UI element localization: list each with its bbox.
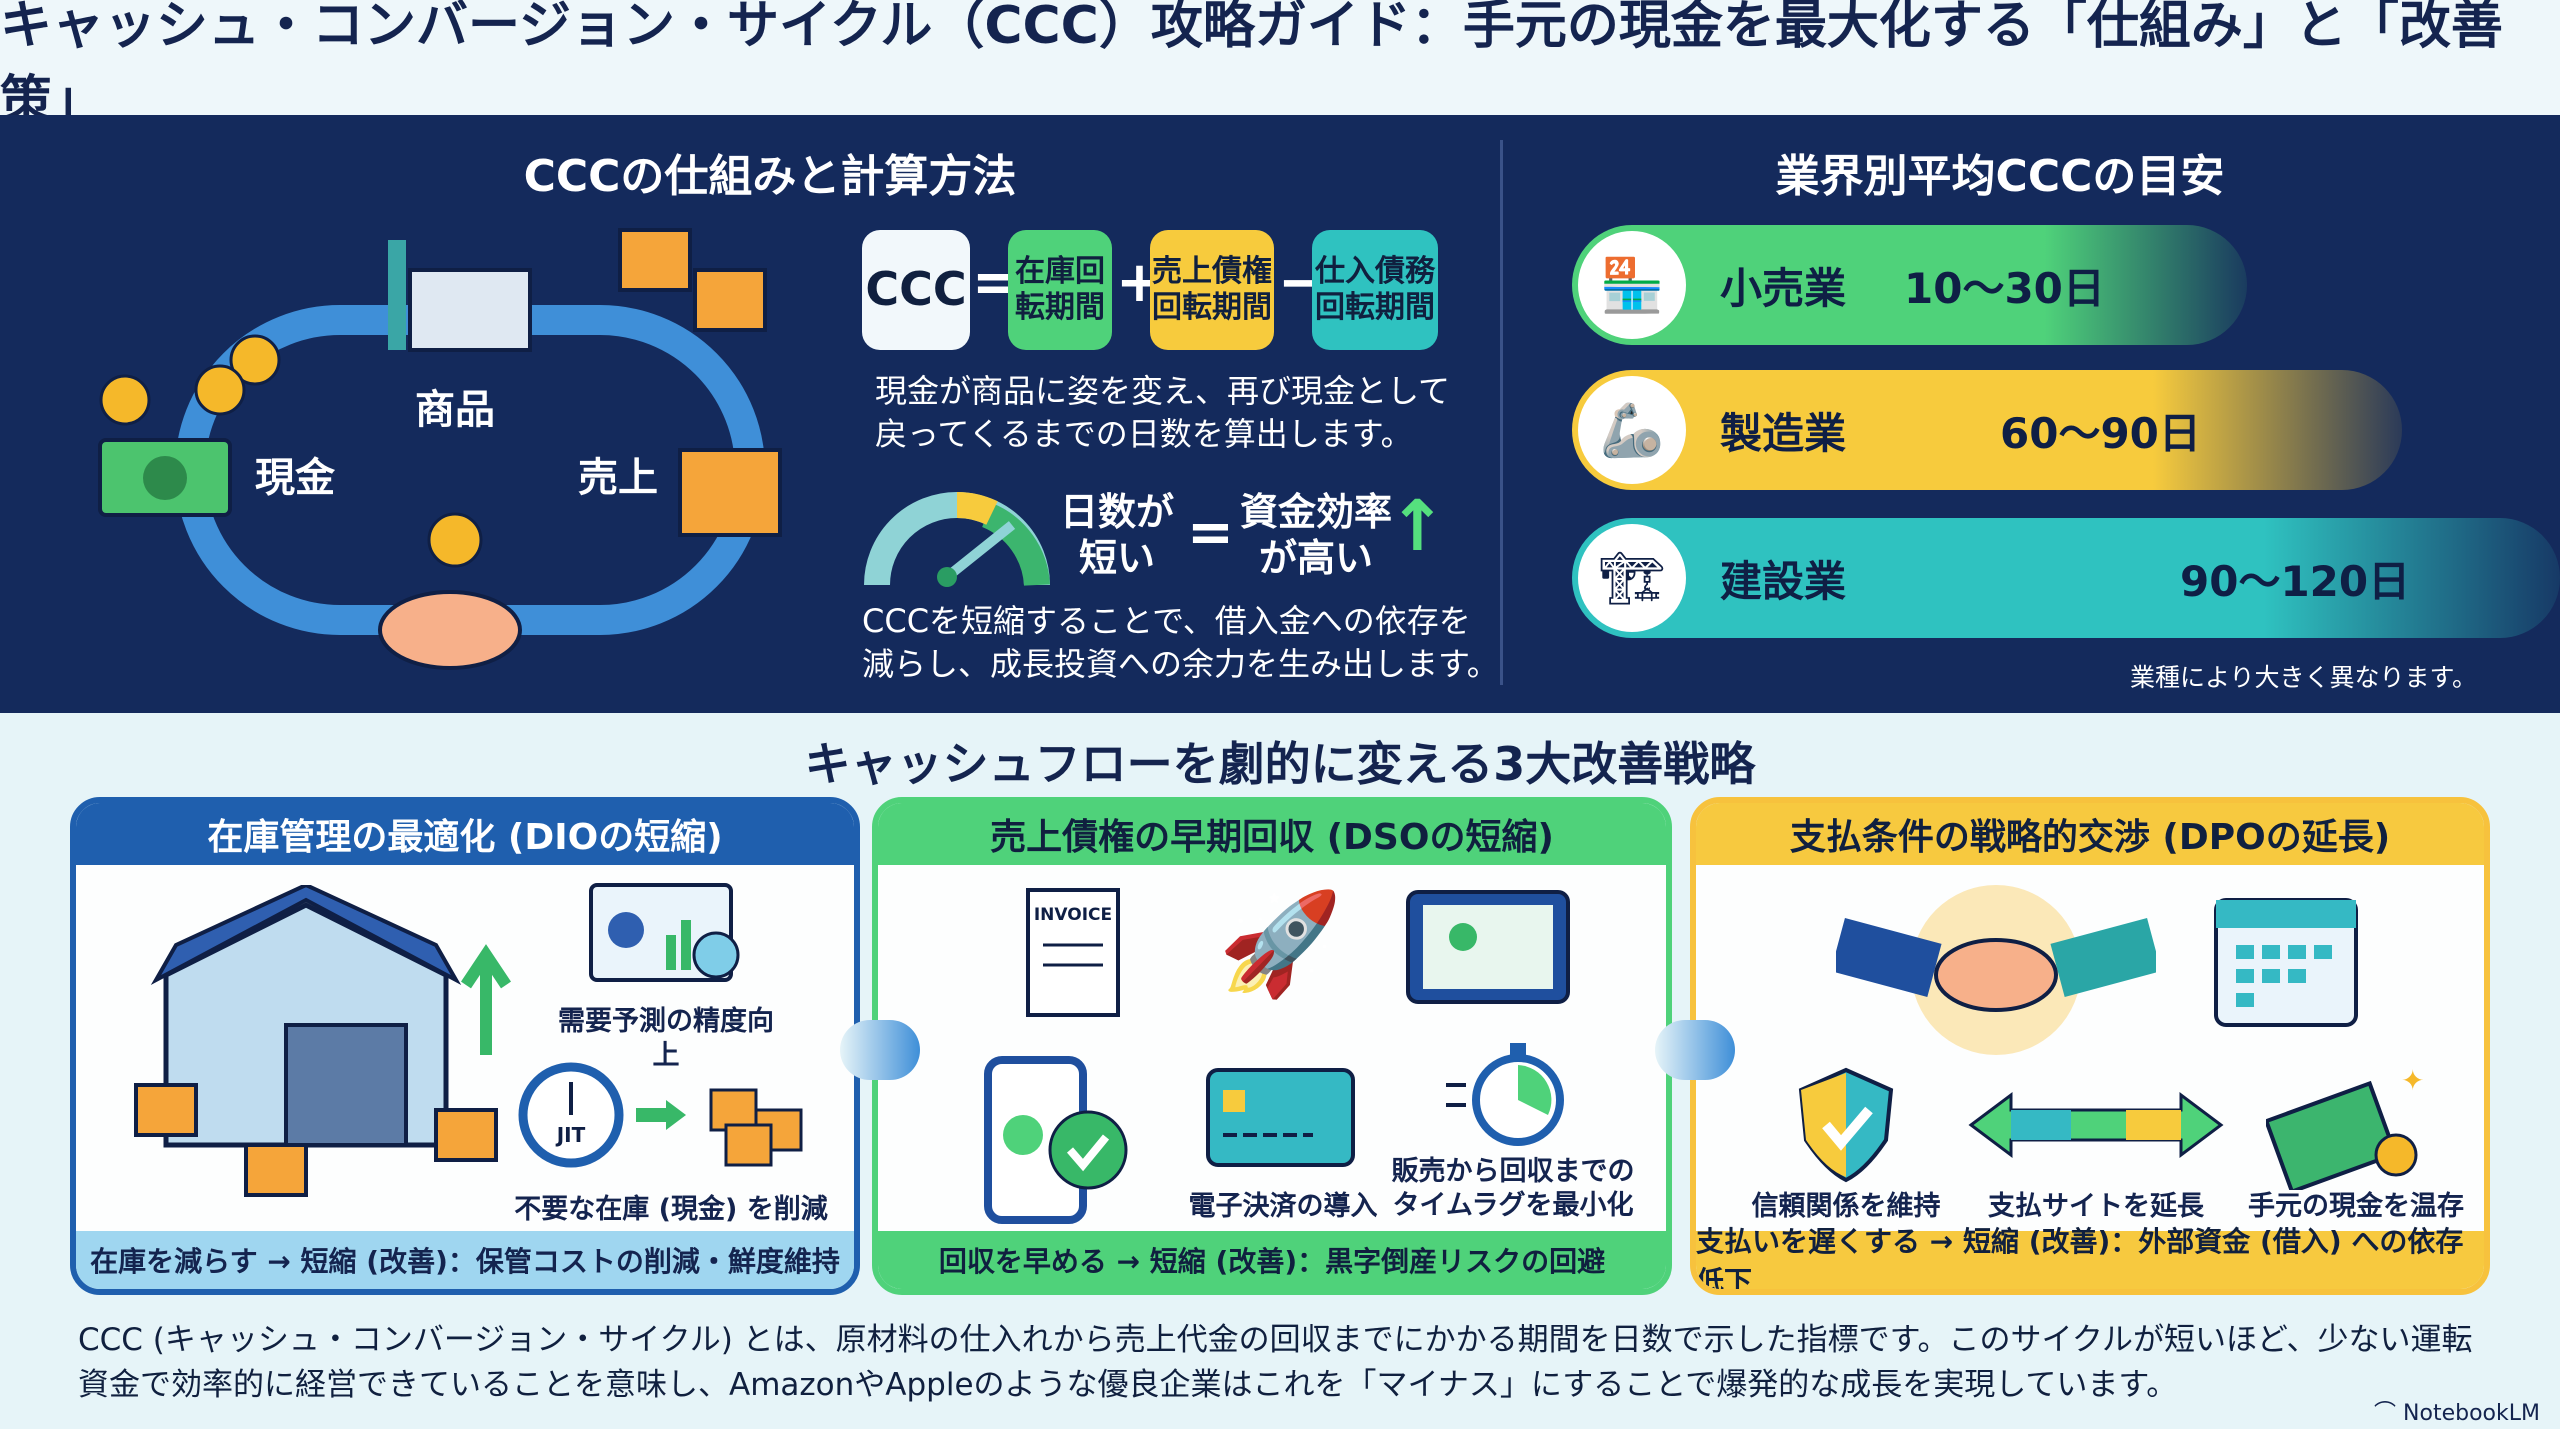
handshake-icon xyxy=(378,512,522,670)
industry-name: 建設業 xyxy=(1720,556,1847,606)
speed-gauge-icon xyxy=(864,491,1050,587)
formula-dpo: 仕入債務 回転期間 xyxy=(1312,230,1438,350)
card-title: 支払条件の戦略的交渉 (DPOの延長) xyxy=(1696,803,2484,865)
strategies-heading: キャッシュフローを劇的に変える3大改善戦略 xyxy=(804,737,1756,791)
jit-clock-icon: JIT xyxy=(518,1062,803,1168)
overview-panel: CCCの仕組みと計算方法 現金 商品 売上 CCC = 在庫回 転期間 + 売上… xyxy=(0,115,2560,713)
crane-icon: 🏗 xyxy=(1578,524,1686,632)
handshake-icon xyxy=(1836,885,2156,1055)
benefit-text: CCCを短縮することで、借入金への依存を 減らし、成長投資への余力を生み出します… xyxy=(862,602,1499,684)
industry-row-retail: 🏪 小売業 10〜30日 xyxy=(1572,225,2247,345)
tablet-icon xyxy=(1406,890,1570,1004)
cycle-label-sales: 売上 xyxy=(578,455,658,501)
brand-text: NotebookLM xyxy=(2403,1401,2540,1426)
stopwatch-icon xyxy=(1446,1043,1564,1146)
credit-card-icon xyxy=(1206,1068,1355,1167)
box-icon xyxy=(618,228,782,537)
divider xyxy=(1500,140,1503,685)
strategy-label: 手元の現金を温存 xyxy=(2248,1191,2464,1222)
warehouse-icon xyxy=(134,885,511,1197)
extend-arrow-icon xyxy=(1968,1092,2224,1158)
cycle-label-cash: 現金 xyxy=(255,455,335,501)
strategy-label: 需要予測の精度向上 xyxy=(558,1006,774,1071)
flow-arrow-icon xyxy=(1655,1020,1735,1080)
formula-note: 現金が商品に姿を変え、再び現金として 戻ってくるまでの日数を算出します。 xyxy=(875,372,1451,454)
strategy-label: 電子決済の導入 xyxy=(1188,1191,1378,1222)
mobile-payment-icon xyxy=(984,1056,1128,1224)
strategy-label: 信頼関係を維持 xyxy=(1751,1191,1941,1222)
flow-arrow-icon xyxy=(840,1020,920,1080)
card-title: 在庫管理の最適化 (DIOの短縮) xyxy=(76,803,854,865)
factory-icon xyxy=(388,240,532,352)
strategy-label: 支払サイトを延長 xyxy=(1988,1191,2204,1222)
shield-check-icon xyxy=(1798,1067,1894,1183)
formula-ccc: CCC xyxy=(862,230,970,350)
cycle-label-goods: 商品 xyxy=(415,387,495,433)
strategy-label: 不要な在庫 (現金) を削減 xyxy=(514,1194,828,1225)
equals-sign: = xyxy=(1187,500,1234,565)
formula-dio: 在庫回 転期間 xyxy=(1008,230,1112,350)
industry-name: 小売業 xyxy=(1720,263,1847,313)
store-icon: 🏪 xyxy=(1578,231,1686,339)
industry-row-construction: 🏗 建設業 90〜120日 xyxy=(1572,518,2560,638)
card-footer: 回収を早める → 短縮 (改善)：黒字倒産リスクの回避 xyxy=(878,1231,1666,1289)
card-footer: 支払いを遅くする → 短縮 (改善)：外部資金 (借入) への依存低下 xyxy=(1696,1225,2484,1289)
industry-note: 業種により大きく異なります。 xyxy=(2130,663,2478,692)
brand-label: ⌒ NotebookLM xyxy=(2374,1395,2540,1427)
footer-description: CCC (キャッシュ・コンバージョン・サイクル) とは、原材料の仕入れから売上代… xyxy=(78,1322,2473,1403)
short-days-text: 日数が 短い xyxy=(1060,490,1175,580)
industry-name: 製造業 xyxy=(1720,408,1847,458)
arrow-up-icon: ↑ xyxy=(1388,485,1447,567)
strategy-card-dpo: 支払条件の戦略的交渉 (DPOの延長) ✦ 信頼関係を維持 支払サイトを延長 手… xyxy=(1690,797,2490,1295)
forecast-chart-icon xyxy=(589,883,740,982)
mechanism-heading: CCCの仕組みと計算方法 xyxy=(523,151,1017,202)
industry-days: 90〜120日 xyxy=(2180,556,2411,606)
coin-icon xyxy=(99,334,281,426)
calendar-icon xyxy=(2214,898,2358,1027)
invoice-label: INVOICE xyxy=(1034,905,1112,925)
cash-cycle-illustration xyxy=(98,228,782,670)
rocket-icon: 🚀 xyxy=(1218,885,1343,1002)
formula-dso: 売上債権 回転期間 xyxy=(1150,230,1274,350)
card-title: 売上債権の早期回収 (DSOの短縮) xyxy=(878,803,1666,865)
strategy-label: 販売から回収までの タイムラグを最小化 xyxy=(1391,1156,1635,1221)
industry-days: 60〜90日 xyxy=(2000,408,2201,458)
invoice-icon: INVOICE xyxy=(1026,888,1120,1017)
robot-arm-icon: 🦾 xyxy=(1578,376,1686,484)
efficiency-text: 資金効率 が高い xyxy=(1240,490,1393,580)
industry-row-manufacturing: 🦾 製造業 60〜90日 xyxy=(1572,370,2402,490)
jit-label: JIT xyxy=(555,1123,586,1147)
money-stack-icon: ✦ xyxy=(2266,1064,2424,1190)
industry-heading: 業界別平均CCCの目安 xyxy=(1775,151,2225,202)
svg-text:✦: ✦ xyxy=(2401,1064,2424,1097)
notebooklm-logo-icon: ⌒ xyxy=(2374,1401,2404,1426)
industry-days: 10〜30日 xyxy=(1904,263,2105,313)
page-title: キャッシュ・コンバージョン・サイクル（CCC）攻略ガイド：手元の現金を最大化する… xyxy=(0,0,2560,131)
strategy-card-dso: 売上債権の早期回収 (DSOの短縮) INVOICE 🚀 電子決済の導入 販売か… xyxy=(872,797,1672,1295)
strategy-card-dio: 在庫管理の最適化 (DIOの短縮) 需要予測の精度向上 JIT 不要な在庫 (現… xyxy=(70,797,860,1295)
card-footer: 在庫を減らす → 短縮 (改善)：保管コストの削減・鮮度維持 xyxy=(76,1231,854,1289)
